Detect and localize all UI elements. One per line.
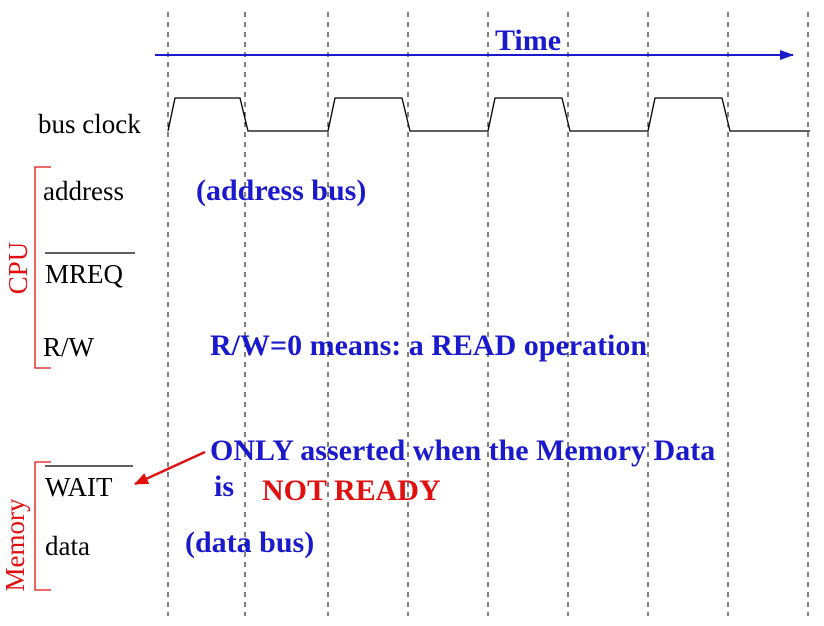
signal-label-address: address [43,176,124,206]
time-label: Time [495,24,561,57]
wait-note-line2: is [214,470,234,503]
wait-note-line1: ONLY asserted when the Memory Data [210,434,715,467]
signal-label-data: data [45,531,90,561]
data-bus-note: (data bus) [185,526,314,559]
memory-bracket [34,461,51,591]
not-ready-note: NOT READY [262,474,441,507]
address-bus-note: (address bus) [196,174,366,207]
group-label-memory: Memory [0,498,30,591]
group-label-cpu: CPU [3,242,33,295]
signal-label-wait: WAIT [45,472,113,502]
signal-label-rw: R/W [43,332,95,362]
bus-clock-waveform [167,97,810,132]
clock-edge-guides [167,12,809,616]
rw-note: R/W=0 means: a READ operation [210,329,647,362]
signal-label-mreq: MREQ [45,259,124,289]
signal-label-bus-clock: bus clock [38,109,141,139]
cpu-bracket [34,166,51,369]
wait-pointer-arrow [134,450,206,486]
